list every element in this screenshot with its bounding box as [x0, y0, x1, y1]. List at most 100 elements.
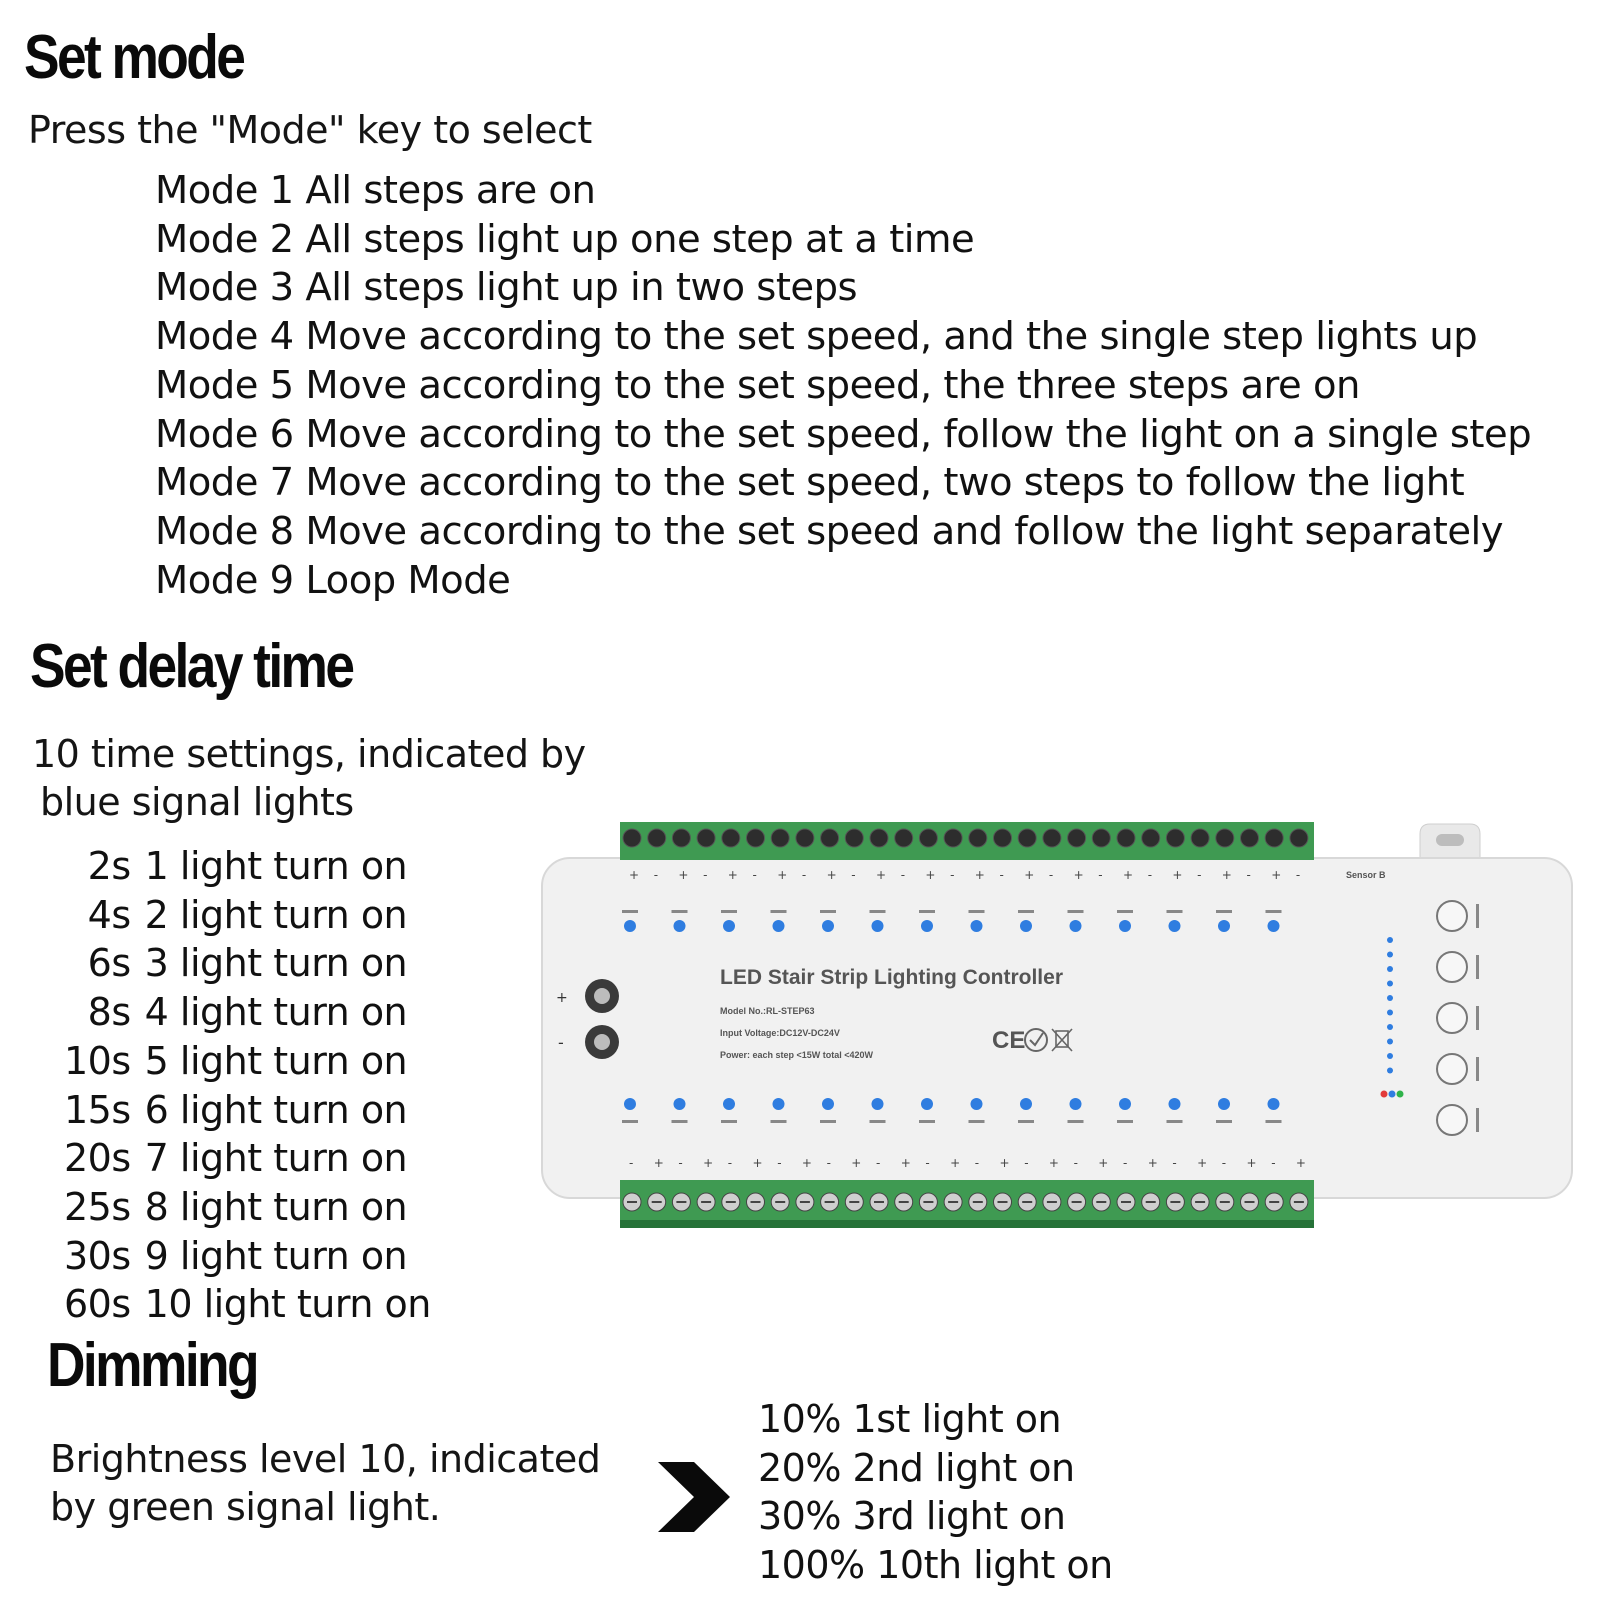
polarity-mark: +	[851, 1156, 861, 1170]
delay-time: 60s	[64, 1282, 131, 1327]
delay-desc: 5 light turn on	[144, 1038, 408, 1083]
blue-indicator-led	[1387, 1024, 1393, 1030]
control-button	[1436, 1053, 1468, 1085]
step-led	[1168, 1098, 1181, 1110]
product-input-voltage: Input Voltage:DC12V-DC24V	[720, 1028, 840, 1038]
polarity-mark: -	[1247, 868, 1251, 882]
terminal-screw	[820, 828, 840, 848]
dimming-intro-line1: Brightness level 10, indicated	[50, 1437, 601, 1481]
delay-time: 4s	[87, 892, 131, 937]
polarity-mark: +	[1296, 1156, 1306, 1170]
step-led	[871, 920, 884, 932]
weee-bin-icon	[1051, 1028, 1073, 1052]
table-row: 2s 1 light turn on	[64, 842, 431, 891]
polarity-mark: +	[629, 868, 639, 882]
step-led	[921, 920, 933, 932]
set-mode-heading: Set mode	[24, 23, 246, 92]
led-label	[1067, 910, 1084, 913]
terminal-screw	[671, 828, 691, 848]
delay-desc: 1 light turn on	[144, 844, 408, 888]
step-led	[1267, 920, 1280, 932]
delay-desc: 3 light turn on	[144, 941, 408, 986]
terminal-screw	[1289, 828, 1309, 848]
delay-time: 6s	[87, 941, 131, 986]
led-label	[1018, 910, 1034, 913]
terminal-screw	[647, 828, 667, 848]
step-led	[772, 920, 785, 932]
polarity-mark: +	[654, 1156, 664, 1170]
terminal-screw	[968, 828, 988, 848]
blue-indicator-led	[1387, 1067, 1393, 1074]
mode-item: Mode 9 Loop Mode	[155, 557, 511, 603]
polarity-mark: +	[1222, 868, 1232, 882]
step-led	[871, 1098, 884, 1110]
step-led	[723, 1098, 735, 1110]
terminal-screw	[622, 828, 642, 848]
delay-time: 2s	[87, 844, 131, 888]
terminal-screw	[1116, 828, 1136, 848]
terminal-screw	[770, 828, 790, 848]
blue-indicator-led	[1388, 1090, 1396, 1098]
dimming-heading: Dimming	[47, 1331, 260, 1400]
delay-time: 30s	[64, 1233, 131, 1278]
button-label	[1476, 1108, 1479, 1132]
product-model: Model No.:RL-STEP63	[720, 1006, 815, 1016]
blue-indicator-led	[1387, 1009, 1393, 1016]
terminal-screw	[1017, 828, 1037, 848]
polarity-mark: -	[1172, 1156, 1176, 1170]
polarity-mark: +	[925, 868, 935, 882]
mode-item: Mode 5 Move according to the set speed, …	[155, 362, 1360, 408]
mode-item: Mode 3 All steps light up in two steps	[155, 265, 858, 311]
step-led	[970, 1098, 983, 1110]
led-label	[622, 910, 638, 913]
step-led	[1267, 1098, 1280, 1110]
terminal-screw	[894, 828, 914, 848]
step-led	[723, 920, 735, 932]
led-label	[1067, 1120, 1084, 1123]
terminal-screw	[1067, 828, 1087, 848]
step-led	[624, 1098, 636, 1110]
mode-item: Mode 1 All steps are on	[155, 168, 596, 213]
polarity-mark: -	[975, 1156, 979, 1170]
step-led	[1168, 920, 1181, 932]
delay-desc: 10 light turn on	[144, 1282, 432, 1327]
polarity-mark: -	[1222, 1156, 1226, 1170]
polarity-mark: +	[728, 868, 738, 882]
led-label	[1216, 1120, 1232, 1123]
polarity-mark: -	[1000, 868, 1004, 882]
polarity-mark: +	[1247, 1156, 1257, 1170]
rohs-icon	[1024, 1028, 1048, 1052]
terminal-screw	[795, 828, 815, 848]
set-delay-heading: Set delay time	[30, 632, 355, 701]
button-label	[1476, 955, 1479, 979]
polarity-mark: +	[1197, 1156, 1207, 1170]
led-label	[968, 910, 985, 913]
polarity-mark: +	[901, 1156, 911, 1170]
polarity-mark: +	[1074, 868, 1084, 882]
controller-product-image: +-+-+-+-+-+-+-+-+-+-+-+-+-+- -+-+-+-+-+-…	[541, 822, 1573, 1228]
step-led	[1119, 920, 1131, 932]
polarity-mark: +	[1172, 868, 1182, 882]
polarity-mark: -	[703, 868, 707, 882]
control-button	[1436, 1002, 1468, 1034]
button-label	[1476, 904, 1479, 928]
terminal-screw	[918, 828, 938, 848]
led-label	[1166, 1120, 1183, 1123]
ce-mark: CE	[992, 1027, 1025, 1054]
polarity-mark: -	[1074, 1156, 1078, 1170]
led-label	[1166, 910, 1183, 913]
brightness-level: 30% 3rd light on	[758, 1494, 1066, 1538]
dimming-intro-line2: by green signal light.	[50, 1485, 441, 1529]
polarity-mark: -	[728, 1156, 732, 1170]
polarity-mark: -	[827, 1156, 831, 1170]
polarity-mark: -	[876, 1156, 880, 1170]
step-led	[921, 1098, 933, 1110]
terminal-screw	[1165, 828, 1185, 848]
polarity-mark: +	[777, 868, 787, 882]
terminal-screw	[1264, 828, 1284, 848]
mode-item: Mode 2 All steps light up one step at a …	[155, 216, 975, 262]
product-power: Power: each step <15W total <420W	[720, 1050, 874, 1060]
